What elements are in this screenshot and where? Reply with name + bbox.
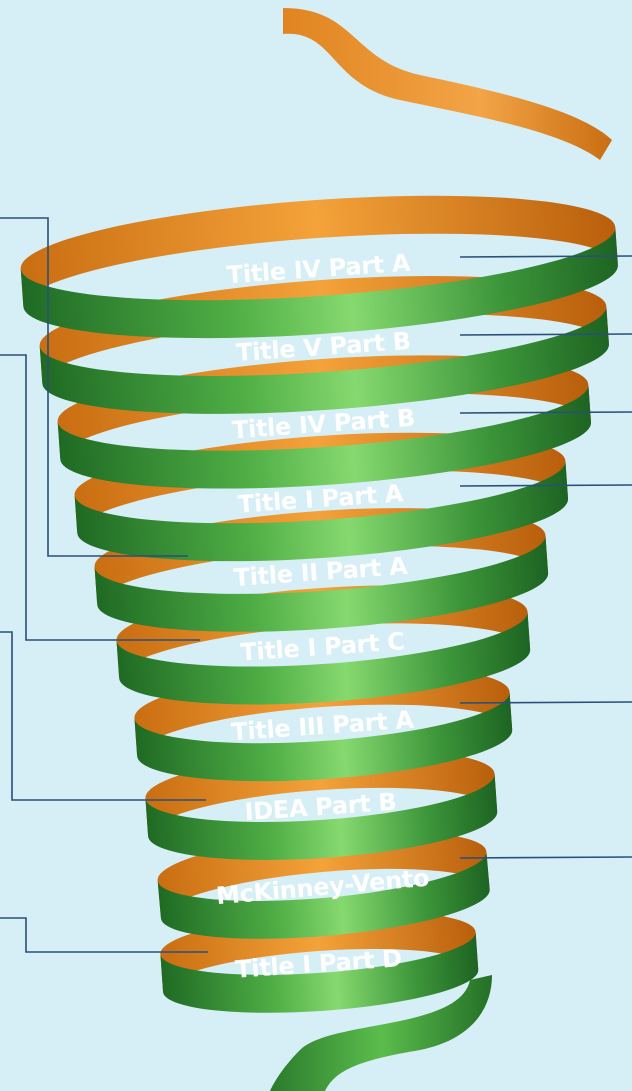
ribbon-front-band (94, 535, 549, 632)
connector-line (0, 217, 188, 557)
connector-line (0, 631, 206, 801)
connector-line (459, 411, 632, 414)
connector-line (459, 333, 632, 336)
connector-line (459, 484, 632, 487)
ribbon-front-layer (20, 227, 618, 1013)
ribbon-front-band (134, 691, 513, 782)
connector-lines (0, 217, 632, 953)
ribbon-front-band (157, 851, 490, 939)
connector-line (0, 354, 200, 641)
ribbon-front-band (39, 306, 609, 414)
connector-line (0, 917, 208, 953)
ribbon-front-band (74, 460, 569, 562)
connector-line (459, 701, 632, 704)
ribbon-front-band (116, 611, 531, 705)
ribbon-back-band (20, 195, 618, 307)
ribbon-bottom-tail (270, 975, 492, 1091)
connector-line (459, 255, 632, 258)
connector-line (459, 856, 632, 859)
ribbon-front-band (160, 931, 479, 1013)
ribbon-front-band (145, 773, 498, 860)
ribbon-front-band (57, 384, 592, 489)
ribbon-top-tail (283, 8, 612, 160)
ribbon-front-band (20, 227, 618, 339)
